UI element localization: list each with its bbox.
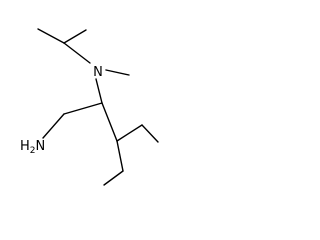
bond-ch2-to-nh2 [42, 113, 65, 139]
bond-lower-ethyl-1 [116, 140, 124, 172]
bond-isopropyl-methyl-right [63, 29, 87, 44]
bond-lower-ethyl-2 [103, 170, 124, 186]
bond-upper-ethyl-1 [116, 124, 143, 142]
bond-nitrogen-methyl [105, 69, 130, 76]
bond-ch-to-ch-ethyl [101, 102, 118, 142]
bond-nitrogen-to-ch [95, 78, 103, 104]
amine-group-label: H2N [20, 139, 45, 156]
molecule-structure: N H2N [20, 28, 159, 186]
bond-isopropyl-to-nitrogen [63, 42, 91, 64]
amine-n-label: N [36, 139, 46, 154]
nitrogen-atom-label: N [93, 65, 103, 80]
amine-subscript-label: 2 [30, 146, 36, 156]
bond-ch-to-ch2 [63, 102, 103, 115]
bond-isopropyl-methyl-left [37, 28, 65, 44]
bond-upper-ethyl-2 [141, 124, 159, 143]
amine-h-label: H [20, 139, 30, 154]
